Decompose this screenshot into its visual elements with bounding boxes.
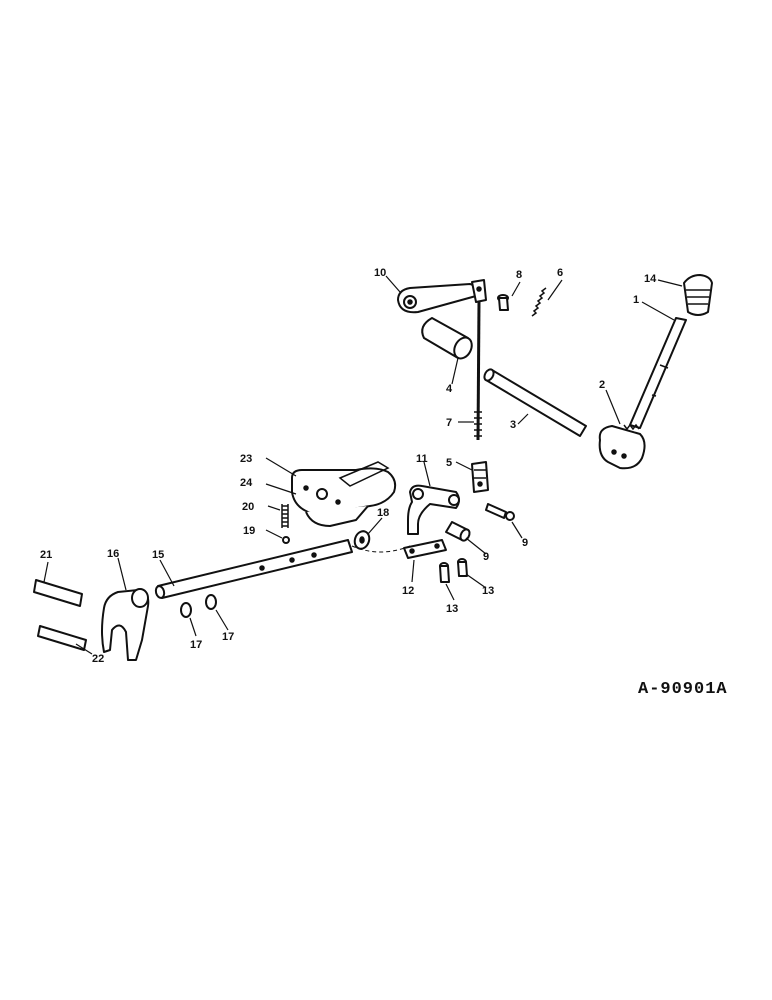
callout-14: 14	[644, 273, 657, 285]
link-plate	[403, 539, 447, 559]
shift-knob	[683, 274, 713, 316]
callout-13-left: 13	[446, 603, 458, 615]
callout-11: 11	[416, 453, 428, 465]
shift-lever-rod	[629, 317, 687, 429]
upper-lever-arm	[397, 283, 478, 314]
callout-9-upper: 8	[516, 269, 522, 281]
callout-17-right: 17	[222, 631, 234, 643]
callout-15: 15	[152, 549, 164, 561]
control-rod	[471, 279, 487, 441]
callout-23: 23	[240, 453, 252, 465]
callout-21: 21	[40, 549, 52, 561]
callout-12: 12	[402, 585, 414, 597]
snap-ring-left	[180, 602, 192, 618]
callout-4: 4	[446, 383, 453, 395]
diagram-code: A-90901A	[638, 680, 728, 699]
lever-elbow	[598, 423, 646, 470]
lock-plate	[37, 625, 87, 651]
callout-2: 2	[599, 379, 605, 391]
shift-housing	[291, 461, 397, 527]
callout-18: 18	[377, 507, 389, 519]
link-pin-left	[439, 562, 450, 583]
link-pin-right	[457, 558, 468, 577]
bell-crank	[407, 484, 460, 535]
bushing-tube	[421, 317, 473, 360]
callout-16: 16	[107, 548, 119, 560]
callout-6: 6	[557, 267, 563, 279]
callout-8: 5	[446, 457, 452, 469]
callout-9-lower: 9	[522, 537, 528, 549]
lower-clevis	[471, 461, 489, 493]
callout-10: 9	[483, 551, 489, 563]
pivot-pin	[445, 521, 471, 542]
callout-17-left: 17	[190, 639, 202, 651]
callout-22: 22	[92, 653, 104, 665]
detent-spring	[281, 504, 289, 528]
callout-19: 19	[243, 525, 255, 537]
clevis-pin-lower	[485, 503, 515, 521]
interlock-plate	[33, 579, 83, 607]
clevis-pin-upper	[497, 294, 509, 311]
callout-1: 1	[633, 294, 639, 306]
callout-13-right: 13	[482, 585, 494, 597]
callout-3: 3	[510, 419, 516, 431]
shift-rail	[154, 539, 353, 599]
cross-shaft	[483, 368, 587, 437]
callout-7: 7	[446, 417, 452, 429]
callout-24: 24	[240, 477, 253, 489]
callout-5: 10	[374, 267, 386, 279]
callout-20: 20	[242, 501, 254, 513]
shift-fork	[101, 588, 150, 661]
snap-ring-right	[205, 594, 217, 610]
spring	[531, 287, 547, 317]
detent-ball	[282, 536, 290, 544]
